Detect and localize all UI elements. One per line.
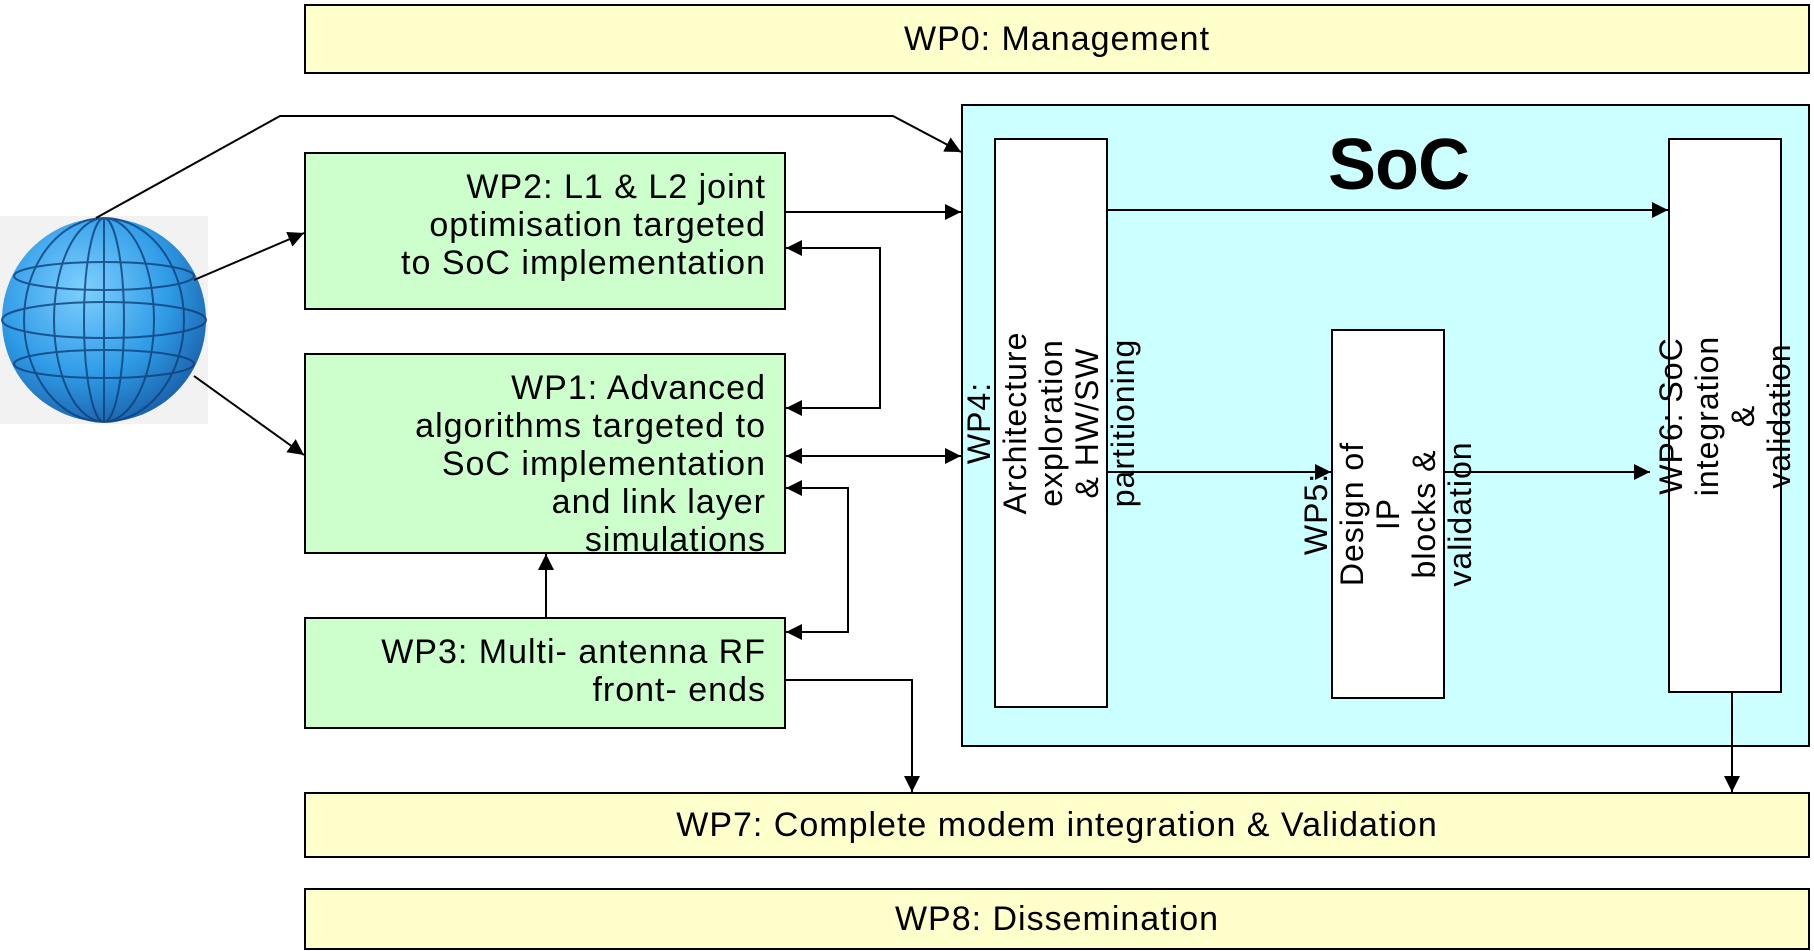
soc-title: SoC bbox=[1328, 125, 1470, 205]
wp6-box: WP6: SoC integration & validation bbox=[1653, 138, 1797, 693]
wp7-label: WP7: Complete modem integration & Valida… bbox=[676, 805, 1438, 844]
arrow-wp3-wp1-loop bbox=[786, 480, 849, 640]
arrow-wp2-wp1-loop bbox=[786, 240, 881, 416]
wp0-box: WP0: Management bbox=[304, 4, 1810, 74]
wp3-box: WP3: Multi- antenna RF front- ends bbox=[304, 617, 786, 729]
arrow-globe-to-wp2 bbox=[193, 231, 305, 281]
wp8-label: WP8: Dissemination bbox=[894, 899, 1220, 938]
arrow-globe-to-soc bbox=[95, 115, 962, 219]
wp2-box: WP2: L1 & L2 joint optimisation targeted… bbox=[304, 152, 786, 310]
wp5-box: WP5: Design of IP blocks & validation bbox=[1298, 329, 1478, 699]
globe-wireframe-icon bbox=[0, 216, 208, 424]
wp3-label: WP3: Multi- antenna RF front- ends bbox=[381, 633, 766, 709]
wp1-box: WP1: Advanced algorithms targeted to SoC… bbox=[304, 353, 786, 559]
arrow-globe-to-wp1 bbox=[193, 375, 305, 456]
globe-svg bbox=[1, 217, 207, 423]
wp8-box: WP8: Dissemination bbox=[304, 888, 1810, 950]
arrow-wp3-to-wp7 bbox=[786, 679, 920, 792]
wp1-label: WP1: Advanced algorithms targeted to SoC… bbox=[415, 369, 766, 559]
wp2-label: WP2: L1 & L2 joint optimisation targeted… bbox=[401, 168, 766, 282]
wp0-label: WP0: Management bbox=[903, 19, 1211, 58]
wp7-box: WP7: Complete modem integration & Valida… bbox=[304, 792, 1810, 858]
wp4-box: WP4: Architecture exploration & HW/SW pa… bbox=[961, 138, 1141, 708]
